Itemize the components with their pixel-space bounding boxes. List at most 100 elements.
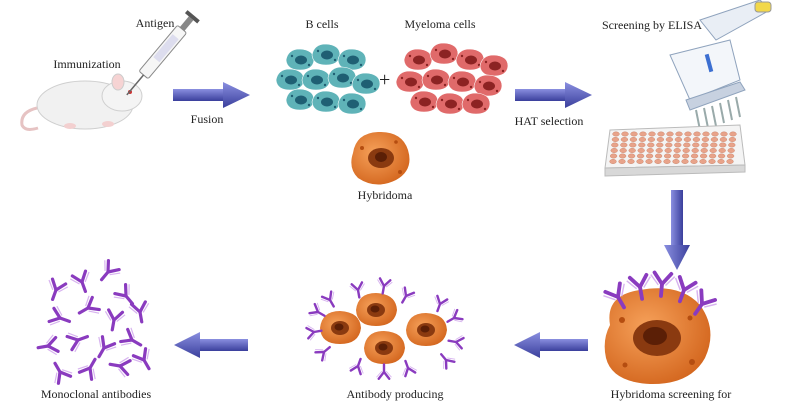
label-b-cells: B cells [305,17,339,31]
label-monoclonal-antibodies: Monoclonal antibodies [40,387,152,401]
b-cells-cluster [275,43,381,115]
elisa-well [675,131,683,137]
elisa-well [711,131,719,137]
antibody-icon [305,325,323,341]
elisa-well [681,159,689,164]
antibody-icon [131,347,151,371]
b-cell [337,48,367,71]
antibody-icon [401,286,416,304]
b-cell [311,43,341,66]
plus-sign: + [379,69,391,91]
elisa-well [620,142,628,148]
elisa-well [609,153,618,159]
antibody-icon [348,357,364,376]
label-hybridoma-screening: Hybridoma screening for [610,387,732,401]
elisa-well [708,153,717,159]
antibody-icon [36,334,60,356]
elisa-well [645,159,653,164]
elisa-well [708,159,716,164]
elisa-well [710,137,719,142]
elisa-well [619,148,627,153]
elisa-well [630,131,638,137]
antibody-icon [314,345,331,362]
elisa-well [648,131,656,137]
antibody-icon [603,281,626,310]
elisa-well [629,142,637,148]
producing-cell [356,293,397,326]
myeloma-cell [455,48,485,71]
elisa-well [702,131,710,137]
elisa-well [719,137,728,142]
antibody-icon [47,305,71,326]
elisa-well [663,153,672,159]
elisa-well [621,131,629,137]
elisa-well [656,142,664,148]
elisa-well [609,159,617,164]
syringe-icon [126,10,200,96]
elisa-well [717,153,726,159]
elisa-well [699,159,707,164]
elisa-well [656,137,665,142]
elisa-well [611,142,619,148]
antibody-icon [447,335,465,351]
elisa-well [611,137,620,142]
multichannel-pipette-icon [669,0,772,131]
elisa-well [647,137,656,142]
screening-down-arrow [664,190,690,270]
elisa-well [709,148,717,153]
elisa-well [636,159,644,164]
elisa-well [683,142,691,148]
elisa-well [666,131,674,137]
antibody-icon [48,277,69,301]
antibody-icon [77,295,101,315]
antibody-icon [674,275,699,304]
elisa-well [719,142,727,148]
antibody-icon [53,361,73,385]
antibody-icon [349,281,365,299]
elisa-well [655,148,663,153]
myeloma-cell [479,54,509,77]
elisa-well [638,142,646,148]
myeloma-cell [461,92,491,115]
elisa-well [682,148,690,153]
elisa-well [665,142,673,148]
hybridoma-cell [351,131,410,185]
antibody-icon [377,277,393,295]
b-cell [351,72,381,95]
elisa-well [717,159,725,164]
elisa-well [690,159,698,164]
b-cell [311,90,341,113]
elisa-well [620,137,629,142]
b-cell [327,66,357,89]
mouse-icon [20,73,143,131]
antibody-icon [119,327,143,347]
elisa-well [710,142,718,148]
myeloma-cell [447,70,477,93]
elisa-well [628,148,636,153]
elisa-well [646,148,654,153]
antibody-icon [69,269,90,293]
left-arrow-1 [514,332,588,358]
left-arrow-2 [174,332,248,358]
elisa-well [672,159,680,164]
elisa-well [664,148,672,153]
elisa-well [728,142,736,148]
elisa-well [618,153,627,159]
elisa-plate-icon [604,124,746,177]
antibody-icon [320,290,335,308]
antibody-icon [376,363,392,380]
elisa-well [638,137,647,142]
elisa-well [674,142,682,148]
elisa-well [726,153,735,159]
elisa-well [701,137,710,142]
elisa-well [636,153,645,159]
label-immunization: Immunization [53,57,121,71]
elisa-well [692,142,700,148]
antibody-icon [108,356,132,378]
antibody-icon [434,294,450,313]
label-fusion: Fusion [190,112,224,126]
antibody-icon [402,359,418,378]
antibody-icon [308,302,326,317]
myeloma-cell [403,48,433,71]
